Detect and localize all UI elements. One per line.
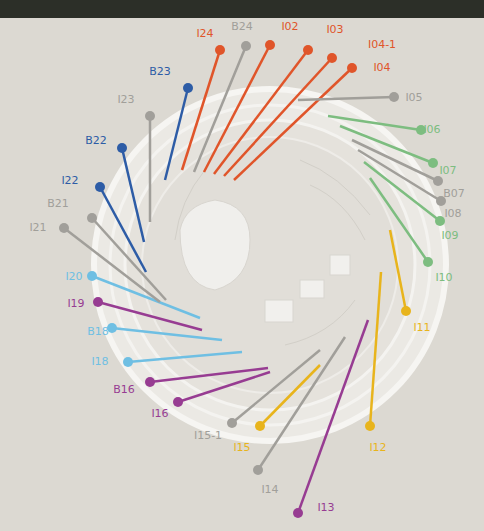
pin-line: [370, 178, 428, 262]
pin-line: [352, 140, 438, 181]
gate-label: B21: [47, 198, 69, 210]
pin-dot: [433, 176, 443, 186]
pin-dot: [145, 111, 155, 121]
top-bar: [0, 0, 484, 18]
pin-line: [100, 187, 146, 272]
gate-label: I15-1: [194, 430, 222, 442]
gate-label: I08: [444, 208, 461, 220]
pin-line: [370, 272, 381, 426]
gate-label: I21: [29, 222, 46, 234]
pin-dot: [389, 92, 399, 102]
gate-label: I04-1: [368, 39, 396, 51]
gate-label: I05: [405, 92, 422, 104]
pin-dot: [183, 83, 193, 93]
pin-dot: [347, 63, 357, 73]
pin-dot: [227, 418, 237, 428]
gate-label: I22: [61, 175, 78, 187]
gate-label: I13: [317, 502, 334, 514]
pin-line: [149, 116, 152, 222]
gate-label: I09: [441, 230, 458, 242]
gate-label: I04: [373, 62, 390, 74]
gate-label: I07: [439, 165, 456, 177]
gate-label: I20: [65, 271, 82, 283]
gate-label: B07: [443, 188, 465, 200]
pin-dot: [241, 41, 251, 51]
pin-dot: [95, 182, 105, 192]
pin-dot: [87, 213, 97, 223]
pin-dot: [59, 223, 69, 233]
gate-label: I14: [261, 484, 278, 496]
pin-line: [358, 150, 441, 201]
pin-line: [204, 45, 270, 172]
pin-dot: [215, 45, 225, 55]
gate-label: I23: [117, 94, 134, 106]
pin-dot: [293, 508, 303, 518]
gate-label: I12: [369, 442, 386, 454]
gate-label: I06: [423, 124, 440, 136]
pin-dot: [93, 297, 103, 307]
gate-label: I02: [281, 21, 298, 33]
pin-line: [364, 162, 440, 221]
pin-dot: [253, 465, 263, 475]
gate-label: B22: [85, 135, 107, 147]
pin-line: [298, 97, 394, 100]
gate-label: I11: [413, 322, 430, 334]
pin-line: [150, 368, 268, 382]
pin-line: [258, 337, 345, 470]
pin-dot: [428, 158, 438, 168]
gate-label: I16: [151, 408, 168, 420]
pin-dot: [435, 216, 445, 226]
pin-line: [390, 230, 406, 311]
gate-label: I19: [67, 298, 84, 310]
pin-dot: [423, 257, 433, 267]
pin-dot: [303, 45, 313, 55]
gate-label: I03: [326, 24, 343, 36]
gate-label: B16: [113, 384, 135, 396]
pin-dot: [265, 40, 275, 50]
pin-dot: [365, 421, 375, 431]
pin-line: [92, 276, 200, 318]
pin-line: [232, 350, 320, 423]
pin-dot: [255, 421, 265, 431]
pin-line: [194, 46, 246, 172]
gate-label: I24: [196, 28, 213, 40]
pin-dot: [401, 306, 411, 316]
pin-dot: [327, 53, 337, 63]
pin-line: [112, 328, 222, 340]
pin-line: [128, 352, 242, 362]
gate-label: I15: [233, 442, 250, 454]
pin-dot: [117, 143, 127, 153]
pin-line: [224, 58, 332, 176]
pin-line: [298, 320, 368, 513]
gate-label: B23: [149, 66, 171, 78]
gate-label: I10: [435, 272, 452, 284]
pin-line: [234, 68, 352, 180]
pin-line: [98, 302, 202, 330]
pin-dot: [145, 377, 155, 387]
pin-line: [122, 148, 144, 242]
pin-line: [92, 218, 166, 300]
pin-line: [165, 88, 188, 180]
gate-label: B18: [87, 326, 109, 338]
pin-dot: [87, 271, 97, 281]
gate-label: B24: [231, 21, 253, 33]
pin-dot: [123, 357, 133, 367]
pin-dot: [173, 397, 183, 407]
gate-label: I18: [91, 356, 108, 368]
